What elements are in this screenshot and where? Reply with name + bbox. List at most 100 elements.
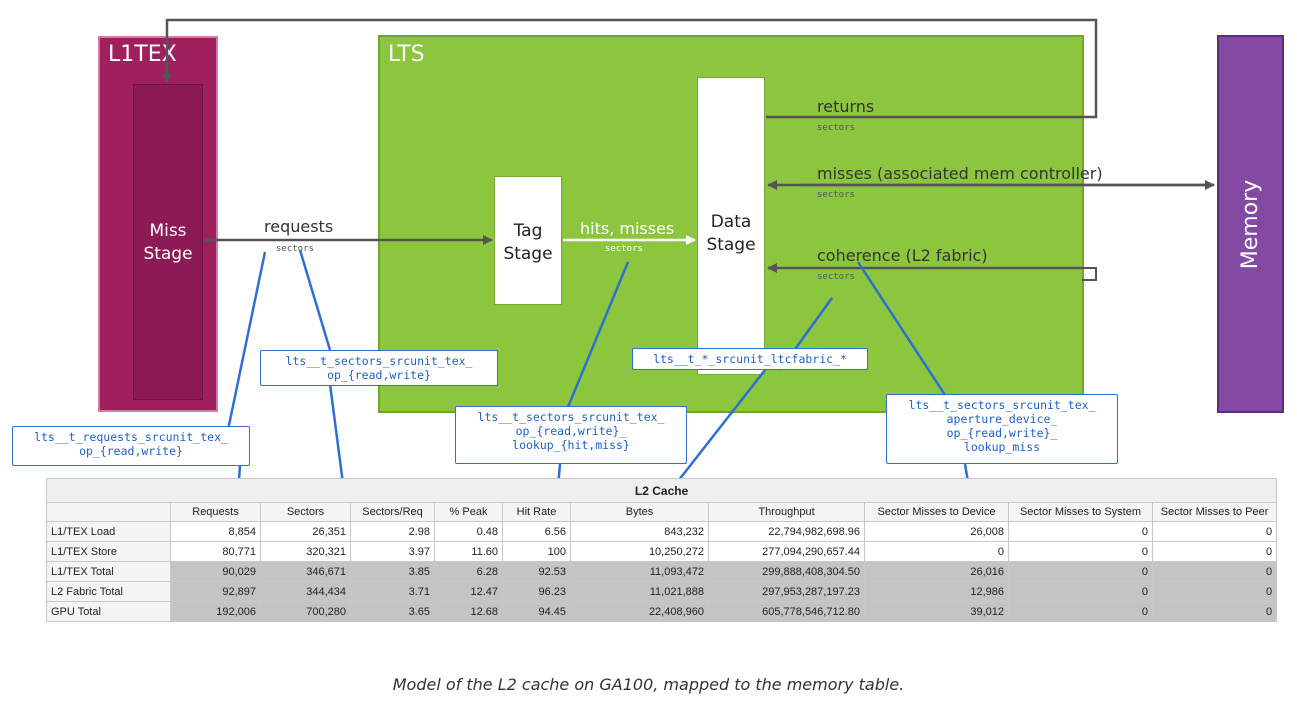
coherence-unit: sectors — [817, 272, 855, 282]
table-cell: 3.65 — [350, 601, 435, 622]
table-cell: 297,953,287,197.23 — [708, 581, 865, 602]
table-cell: 0 — [1151, 521, 1278, 542]
memory-block — [1217, 35, 1284, 413]
misses-mem-label: misses (associated mem controller) — [817, 164, 1103, 183]
table-cell: 12.68 — [434, 601, 503, 622]
column-header[interactable]: Sector Misses to Device — [864, 502, 1009, 522]
column-header[interactable]: Throughput — [708, 502, 865, 522]
table-cell: 11.60 — [434, 541, 503, 562]
callout-sectors-metric: lts__t_sectors_srcunit_tex_ op_{read,wri… — [260, 350, 498, 386]
hits-misses-label: hits, misses — [580, 219, 675, 238]
table-cell: 0 — [1008, 561, 1153, 582]
column-header[interactable]: Sector Misses to System — [1008, 502, 1153, 522]
table-cell: 0 — [1008, 541, 1153, 562]
table-cell: 22,408,960 — [570, 601, 709, 622]
lts-title: LTS — [388, 42, 425, 67]
table-cell: 0 — [1151, 601, 1278, 622]
table-cell: 346,671 — [260, 561, 351, 582]
column-header[interactable] — [46, 502, 171, 522]
table-cell: 6.28 — [434, 561, 503, 582]
table-cell: 0 — [864, 541, 1009, 562]
table-cell: 12,986 — [864, 581, 1009, 602]
miss-stage-line1: Miss — [149, 221, 187, 241]
requests-unit: sectors — [276, 244, 314, 254]
table-cell: 8,854 — [170, 521, 261, 542]
table-cell: 0 — [1008, 581, 1153, 602]
coherence-arrow — [1082, 267, 1097, 281]
callout-sectors-line1: lts__t_sectors_srcunit_tex_ — [285, 354, 473, 368]
table-cell: 0 — [1008, 521, 1153, 542]
miss-stage-line2: Stage — [143, 244, 193, 264]
table-cell: 92,897 — [170, 581, 261, 602]
table-cell: 3.97 — [350, 541, 435, 562]
misses-mem-unit: sectors — [817, 190, 855, 200]
table-cell: 12.47 — [434, 581, 503, 602]
table-cell: 192,006 — [170, 601, 261, 622]
returns-label: returns — [817, 97, 875, 116]
miss-stage-block — [133, 84, 203, 400]
table-cell: 10,250,272 — [570, 541, 709, 562]
table-cell: 11,021,888 — [570, 581, 709, 602]
callout-aperture-line1: lts__t_sectors_srcunit_tex_ — [908, 398, 1096, 412]
table-cell: 3.85 — [350, 561, 435, 582]
callout-fabric-line1: lts__t_*_srcunit_ltcfabric_* — [653, 352, 847, 366]
table-cell: 26,008 — [864, 521, 1009, 542]
column-header[interactable]: Requests — [170, 502, 261, 522]
table-cell: 11,093,472 — [570, 561, 709, 582]
callout-aperture-line2: aperture_device_ — [946, 412, 1058, 426]
table-cell: 0.48 — [434, 521, 503, 542]
column-header[interactable]: % Peak — [434, 502, 503, 522]
l1tex-title: L1TEX — [108, 42, 177, 67]
column-header[interactable]: Sectors/Req — [350, 502, 435, 522]
table-cell: 3.71 — [350, 581, 435, 602]
table-cell: 700,280 — [260, 601, 351, 622]
callout-requests-metric: lts__t_requests_srcunit_tex_ op_{read,wr… — [12, 426, 250, 466]
column-header[interactable]: Bytes — [570, 502, 709, 522]
pointer-aperture-callout — [856, 261, 947, 396]
callout-aperture-metric: lts__t_sectors_srcunit_tex_ aperture_dev… — [886, 394, 1118, 464]
callout-lookup-line3: lookup_{hit,miss} — [512, 438, 630, 452]
returns-loop-line — [162, 18, 1098, 119]
table-cell: 2.98 — [350, 521, 435, 542]
coherence-label: coherence (L2 fabric) — [817, 246, 988, 265]
table-cell: 843,232 — [570, 521, 709, 542]
miss-stage-label: Miss Stage — [133, 220, 203, 266]
table-cell: 26,016 — [864, 561, 1009, 582]
column-header[interactable]: Hit Rate — [502, 502, 571, 522]
data-stage-line1: Data — [710, 212, 752, 232]
table-cell: 39,012 — [864, 601, 1009, 622]
table-cell: 94.45 — [502, 601, 571, 622]
data-stage-label: Data Stage — [697, 211, 765, 257]
row-label: L1/TEX Total — [46, 561, 171, 582]
data-stage-line2: Stage — [706, 235, 756, 255]
table-cell: 605,778,546,712.80 — [708, 601, 865, 622]
callout-fabric-metric: lts__t_*_srcunit_ltcfabric_* — [632, 348, 868, 370]
callout-lookup-line1: lts__t_sectors_srcunit_tex_ — [477, 410, 665, 424]
table-cell: 0 — [1151, 561, 1278, 582]
callout-aperture-line4: lookup_miss — [963, 440, 1041, 454]
table-cell: 299,888,408,304.50 — [708, 561, 865, 582]
table-cell: 320,321 — [260, 541, 351, 562]
pointer-requests-callout — [226, 251, 267, 431]
table-cell: 0 — [1151, 581, 1278, 602]
table-cell: 96.23 — [502, 581, 571, 602]
table-cell: 22,794,982,698.96 — [708, 521, 865, 542]
callout-aperture-line3: op_{read,write}_ — [946, 426, 1058, 440]
callout-requests-line2: op_{read,write} — [79, 444, 183, 458]
hits-misses-unit: sectors — [605, 244, 643, 254]
column-header[interactable]: Sectors — [260, 502, 351, 522]
callout-requests-line1: lts__t_requests_srcunit_tex_ — [34, 430, 228, 444]
row-label: L2 Fabric Total — [46, 581, 171, 602]
column-header[interactable]: Sector Misses to Peer — [1151, 502, 1278, 522]
pointer-sectors-callout — [298, 249, 332, 351]
tag-stage-label: Tag Stage — [494, 220, 562, 266]
table-cell: 6.56 — [502, 521, 571, 542]
table-cell: 92.53 — [502, 561, 571, 582]
